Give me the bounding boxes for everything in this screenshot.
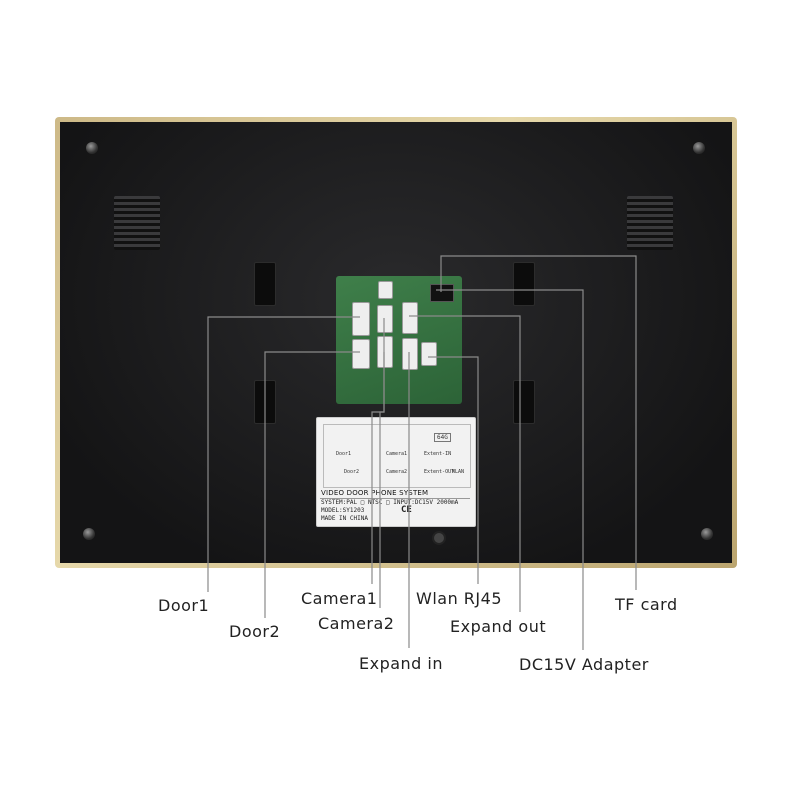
rating-label: Door1 Door2 Camera1 Camera2 Extent-IN Ex… xyxy=(316,417,476,527)
label-made-line: MADE IN CHINA xyxy=(321,515,368,522)
callout-camera2: Camera2 xyxy=(318,614,395,633)
leader-camera1 xyxy=(371,318,385,584)
connector xyxy=(378,281,393,299)
screw-top-left-icon xyxy=(86,142,98,154)
callout-expand-out: Expand out xyxy=(450,617,547,636)
leader-camera2 xyxy=(379,352,385,608)
label-title: VIDEO DOOR PHONE SYSTEM xyxy=(321,489,429,497)
label-port-camera2: Camera2 xyxy=(386,469,408,475)
mount-clip xyxy=(513,262,535,306)
callout-tf-card: TF card xyxy=(615,595,678,614)
speaker-vent-right xyxy=(627,196,673,250)
mount-clip xyxy=(254,262,276,306)
callout-expand-in: Expand in xyxy=(359,654,444,673)
label-port-expand-in: Extent-IN xyxy=(424,451,452,457)
port-map-grid: Door1 Door2 Camera1 Camera2 Extent-IN Ex… xyxy=(323,424,471,488)
label-port-expand-out: Extent-OUT xyxy=(424,469,455,475)
label-divider xyxy=(320,498,470,499)
screw-bottom-left-icon xyxy=(83,528,95,540)
label-port-door1: Door1 xyxy=(336,451,352,457)
leader-wlan xyxy=(428,356,479,584)
sd-card-badge: 64G xyxy=(434,433,451,442)
ce-mark-icon: CE xyxy=(401,505,412,515)
expand-out-connector xyxy=(402,302,418,334)
callout-dc-adapter: DC15V Adapter xyxy=(519,655,649,674)
label-port-camera1: Camera1 xyxy=(386,451,408,457)
door2-connector xyxy=(352,339,370,369)
screw-bottom-right-icon xyxy=(701,528,713,540)
label-system-line: SYSTEM:PAL □ NTSC □ INPUT:DC15V 2000mA xyxy=(321,499,459,506)
callout-door1: Door1 xyxy=(158,596,210,615)
mount-clip xyxy=(513,380,535,424)
label-port-door2: Door2 xyxy=(344,469,360,475)
wlan-connector xyxy=(421,342,437,366)
rubber-plug xyxy=(432,531,446,545)
leader-expand-out xyxy=(409,315,521,612)
leader-dc-adapter xyxy=(436,289,584,650)
camera1-connector xyxy=(377,305,393,333)
speaker-vent-left xyxy=(114,196,160,250)
callout-door2: Door2 xyxy=(229,622,281,641)
leader-door2 xyxy=(264,351,360,618)
expand-in-connector xyxy=(402,338,418,370)
label-port-wlan: WLAN xyxy=(452,469,465,475)
leader-door1 xyxy=(207,316,360,592)
callout-wlan: Wlan RJ45 xyxy=(416,589,502,608)
door1-connector xyxy=(352,302,370,336)
screw-top-right-icon xyxy=(693,142,705,154)
leader-tf-card xyxy=(440,255,637,590)
label-model-line: MODEL:SY1203 xyxy=(321,507,365,514)
tf-card-slot xyxy=(430,284,454,302)
camera2-connector xyxy=(377,336,393,368)
callout-camera1: Camera1 xyxy=(301,589,378,608)
